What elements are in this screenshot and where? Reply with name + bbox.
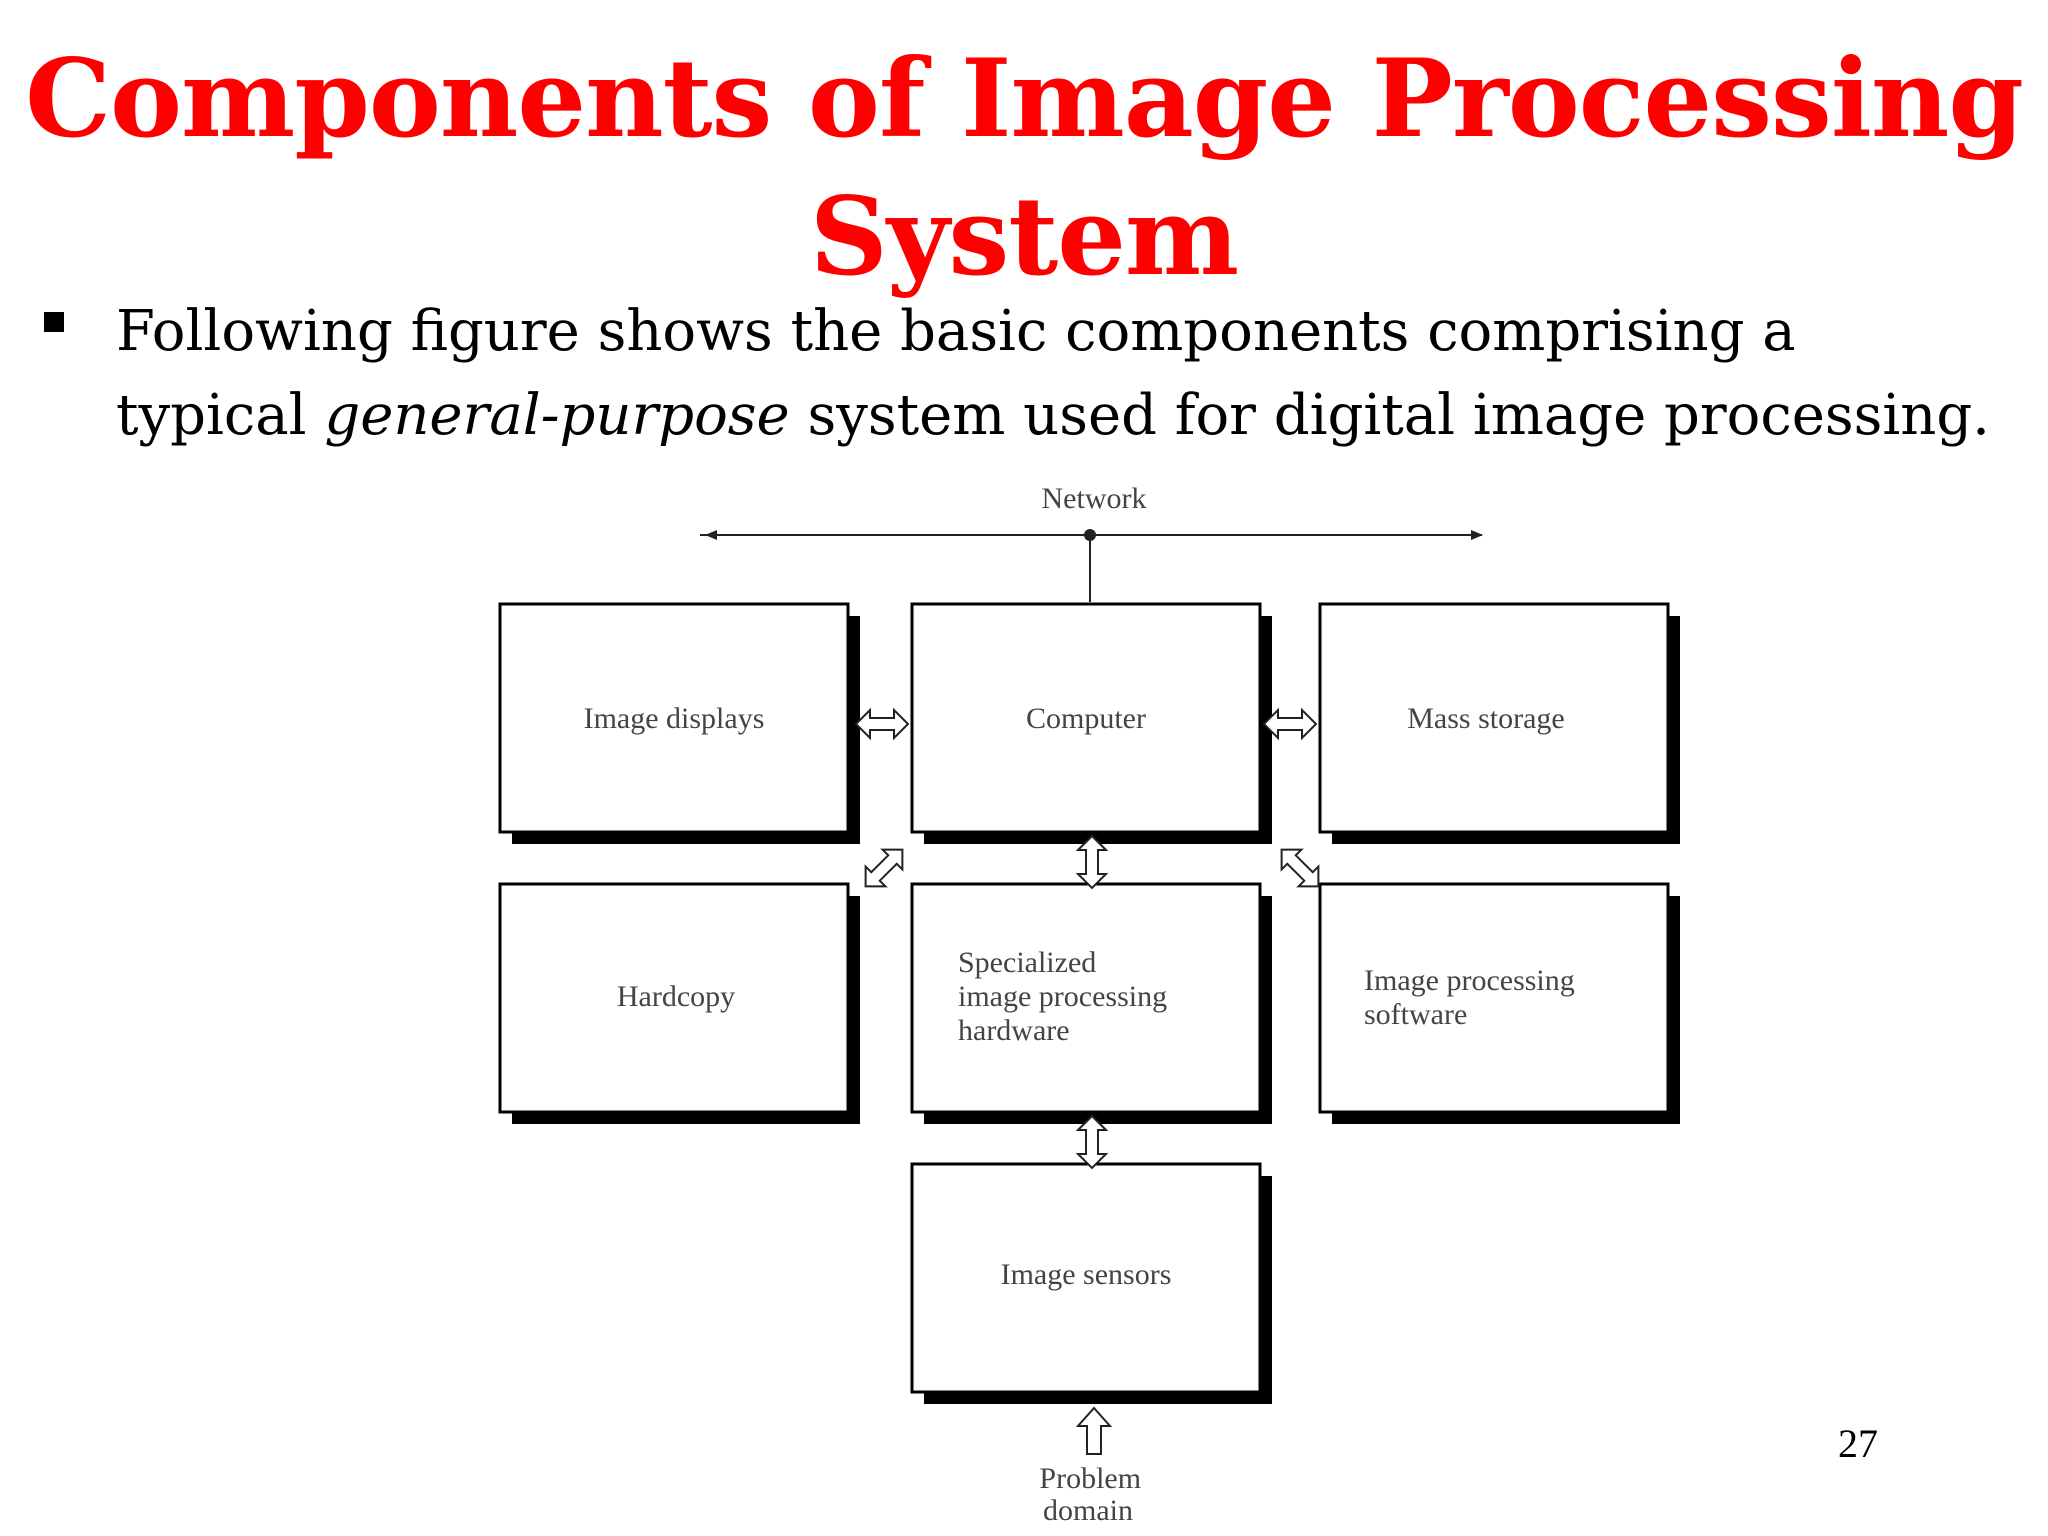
box-computer: Computer (910, 602, 1272, 844)
bullet-text: Following figure shows the basic compone… (116, 290, 2046, 458)
box-mass-storage: Mass storage (1318, 602, 1680, 844)
page-number: 27 (1838, 1421, 1878, 1466)
box-label: Hardcopy (617, 980, 735, 1013)
slide-title: Components of Image Processing System (0, 30, 2048, 306)
bullet-line-2-post: system used for digital image processing… (789, 383, 1990, 448)
network-label: Network (1042, 482, 1147, 515)
box-image-sensors: Image sensors (910, 1162, 1272, 1404)
box-label: Mass storage (1407, 702, 1564, 735)
problem-domain-label: Problem domain (1039, 1462, 1148, 1527)
bullet-line-2-emphasis: general-purpose (324, 383, 790, 448)
bullet-line-2: typical general-purpose system used for … (116, 374, 2046, 458)
double-arrow-icon (1262, 707, 1318, 741)
double-arrow-icon (1075, 834, 1109, 890)
box-image-processing-software: Image processing software (1318, 882, 1680, 1124)
bullet-line-2-pre: typical (116, 383, 325, 448)
box-label: Image processing software (1364, 964, 1582, 1031)
box-image-displays: Image displays (498, 602, 860, 844)
title-line-1: Components of Image Processing (25, 36, 2024, 162)
title-line-2: System (809, 174, 1239, 300)
box-label: Computer (1026, 702, 1146, 735)
bullet-square-icon (44, 312, 64, 332)
double-arrow-icon (864, 848, 904, 888)
box-label: Specialized image processing hardware (958, 946, 1175, 1047)
double-arrow-icon (854, 707, 910, 741)
box-hardcopy: Hardcopy (498, 882, 860, 1124)
network-connection: Network (700, 482, 1483, 602)
double-arrow-icon (1075, 1114, 1109, 1170)
box-label: Image sensors (1001, 1258, 1172, 1291)
up-arrow-icon (1075, 1406, 1113, 1455)
box-specialized-hardware: Specialized image processing hardware (910, 882, 1272, 1124)
box-label: Image displays (584, 702, 765, 735)
double-arrow-icon (1280, 848, 1320, 888)
bullet-line-1: Following figure shows the basic compone… (116, 299, 1796, 364)
